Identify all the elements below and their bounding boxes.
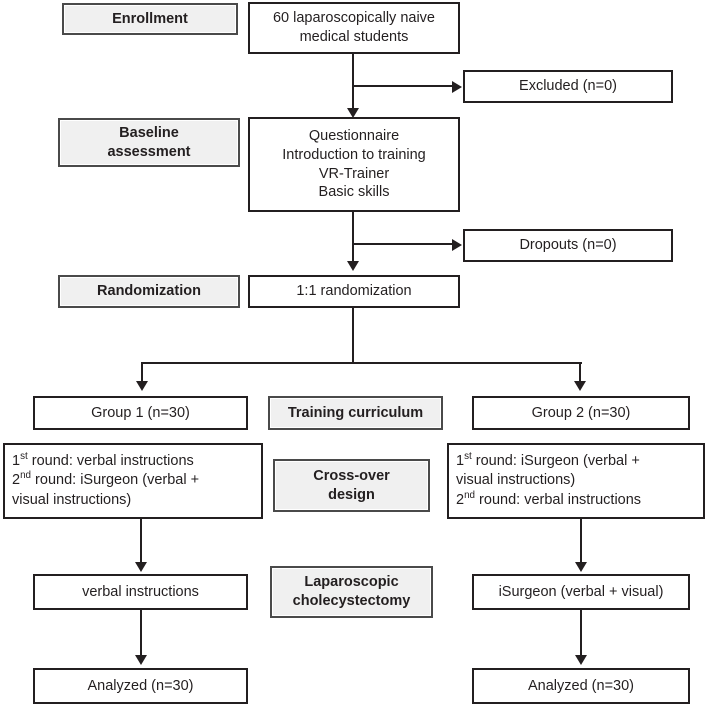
connector-split-right-drop <box>579 362 581 385</box>
stage-label-training-curriculum-text: Training curriculum <box>287 404 424 421</box>
ordinal-superscript-2nd: nd <box>20 470 32 482</box>
node-group1-rounds: 1st round: verbal instructions 2nd round… <box>3 443 263 519</box>
connector-participants-to-excluded <box>352 85 453 87</box>
node-baseline-step-3: VR-Trainer <box>318 165 390 182</box>
node-group1: Group 1 (n=30) <box>33 396 248 430</box>
node-group1-text: Group 1 (n=30) <box>91 404 190 421</box>
connector-group1-intervention-down <box>140 610 142 658</box>
arrowhead-group2 <box>574 381 586 391</box>
node-dropouts: Dropouts (n=0) <box>463 229 673 262</box>
node-randomization-ratio: 1:1 randomization <box>248 275 460 308</box>
stage-label-cross-over-line1: Cross-over <box>313 467 390 484</box>
stage-label-laparoscopic-line1: Laparoscopic <box>304 574 399 591</box>
node-group1-analyzed: Analyzed (n=30) <box>33 668 248 704</box>
arrowhead-group1-analyzed <box>135 655 147 665</box>
stage-label-cross-over-design: Cross-over design <box>273 459 430 512</box>
arrowhead-participants-to-baseline <box>347 108 359 118</box>
connector-group2-rounds-down <box>580 519 582 565</box>
ordinal-superscript-2nd: nd <box>464 489 476 501</box>
node-excluded: Excluded (n=0) <box>463 70 673 103</box>
stage-label-cross-over-line2: design <box>328 486 375 503</box>
arrowhead-baseline-to-randomization <box>347 261 359 271</box>
node-group2-rounds: 1st round: iSurgeon (verbal + visual ins… <box>447 443 705 519</box>
node-participants: 60 laparoscopically naive medical studen… <box>248 2 460 54</box>
node-group2-analyzed: Analyzed (n=30) <box>472 668 690 704</box>
connector-group2-intervention-down <box>580 610 582 658</box>
node-group2-intervention-text: iSurgeon (verbal + visual) <box>498 583 664 600</box>
arrowhead-dropouts <box>452 239 462 251</box>
stage-label-enrollment-text: Enrollment <box>112 10 188 27</box>
arrowhead-group1 <box>136 381 148 391</box>
node-group2-text: Group 2 (n=30) <box>531 404 631 421</box>
arrowhead-excluded <box>452 81 462 93</box>
node-baseline-steps: Questionnaire Introduction to training V… <box>248 117 460 212</box>
stage-label-training-curriculum: Training curriculum <box>268 396 443 430</box>
node-group2-round1-cont: visual instructions) <box>456 472 576 489</box>
stage-label-randomization-text: Randomization <box>97 283 201 300</box>
connector-baseline-down <box>352 212 354 265</box>
stage-label-laparoscopic-line2: cholecystectomy <box>292 593 411 609</box>
node-randomization-ratio-text: 1:1 randomization <box>296 283 412 300</box>
stage-label-baseline-assessment: Baseline assessment <box>58 118 240 167</box>
node-group2-round2: 2nd round: verbal instructions <box>456 489 642 508</box>
connector-randomization-split-bar <box>141 362 582 364</box>
connector-baseline-to-dropouts <box>352 243 453 245</box>
arrowhead-group1-intervention <box>135 562 147 572</box>
connector-group1-rounds-down <box>140 519 142 565</box>
node-group1-intervention-text: verbal instructions <box>82 583 199 600</box>
node-group1-round1: 1st round: verbal instructions <box>12 451 194 470</box>
node-group2-analyzed-text: Analyzed (n=30) <box>528 677 634 694</box>
ordinal-superscript-1st: st <box>464 451 472 463</box>
node-baseline-step-4: Basic skills <box>318 184 390 201</box>
stage-label-randomization: Randomization <box>58 275 240 308</box>
connector-randomization-stem <box>352 308 354 364</box>
node-dropouts-text: Dropouts (n=0) <box>519 237 617 254</box>
connector-split-left-drop <box>141 362 143 385</box>
node-group1-analyzed-text: Analyzed (n=30) <box>87 677 194 694</box>
stage-label-baseline-line2: assessment <box>107 143 191 160</box>
node-group1-round2: 2nd round: iSurgeon (verbal + <box>12 470 200 489</box>
connector-participants-down <box>352 54 354 111</box>
arrowhead-group2-analyzed <box>575 655 587 665</box>
node-participants-line1: 60 laparoscopically naive <box>272 10 435 27</box>
stage-label-enrollment: Enrollment <box>62 3 238 35</box>
node-group1-intervention: verbal instructions <box>33 574 248 610</box>
node-group2: Group 2 (n=30) <box>472 396 690 430</box>
stage-label-baseline-line1: Baseline <box>119 124 179 141</box>
ordinal-superscript-1st: st <box>20 451 28 463</box>
node-excluded-text: Excluded (n=0) <box>519 78 617 95</box>
node-baseline-step-2: Introduction to training <box>282 146 426 163</box>
node-participants-line2: medical students <box>299 29 409 45</box>
node-group2-round1: 1st round: iSurgeon (verbal + <box>456 451 640 470</box>
node-group2-intervention: iSurgeon (verbal + visual) <box>472 574 690 610</box>
arrowhead-group2-intervention <box>575 562 587 572</box>
stage-label-laparoscopic-cholecystectomy: Laparoscopic cholecystectomy <box>270 566 433 618</box>
node-group1-round2-cont: visual instructions) <box>12 491 132 508</box>
node-baseline-step-1: Questionnaire <box>308 127 400 144</box>
